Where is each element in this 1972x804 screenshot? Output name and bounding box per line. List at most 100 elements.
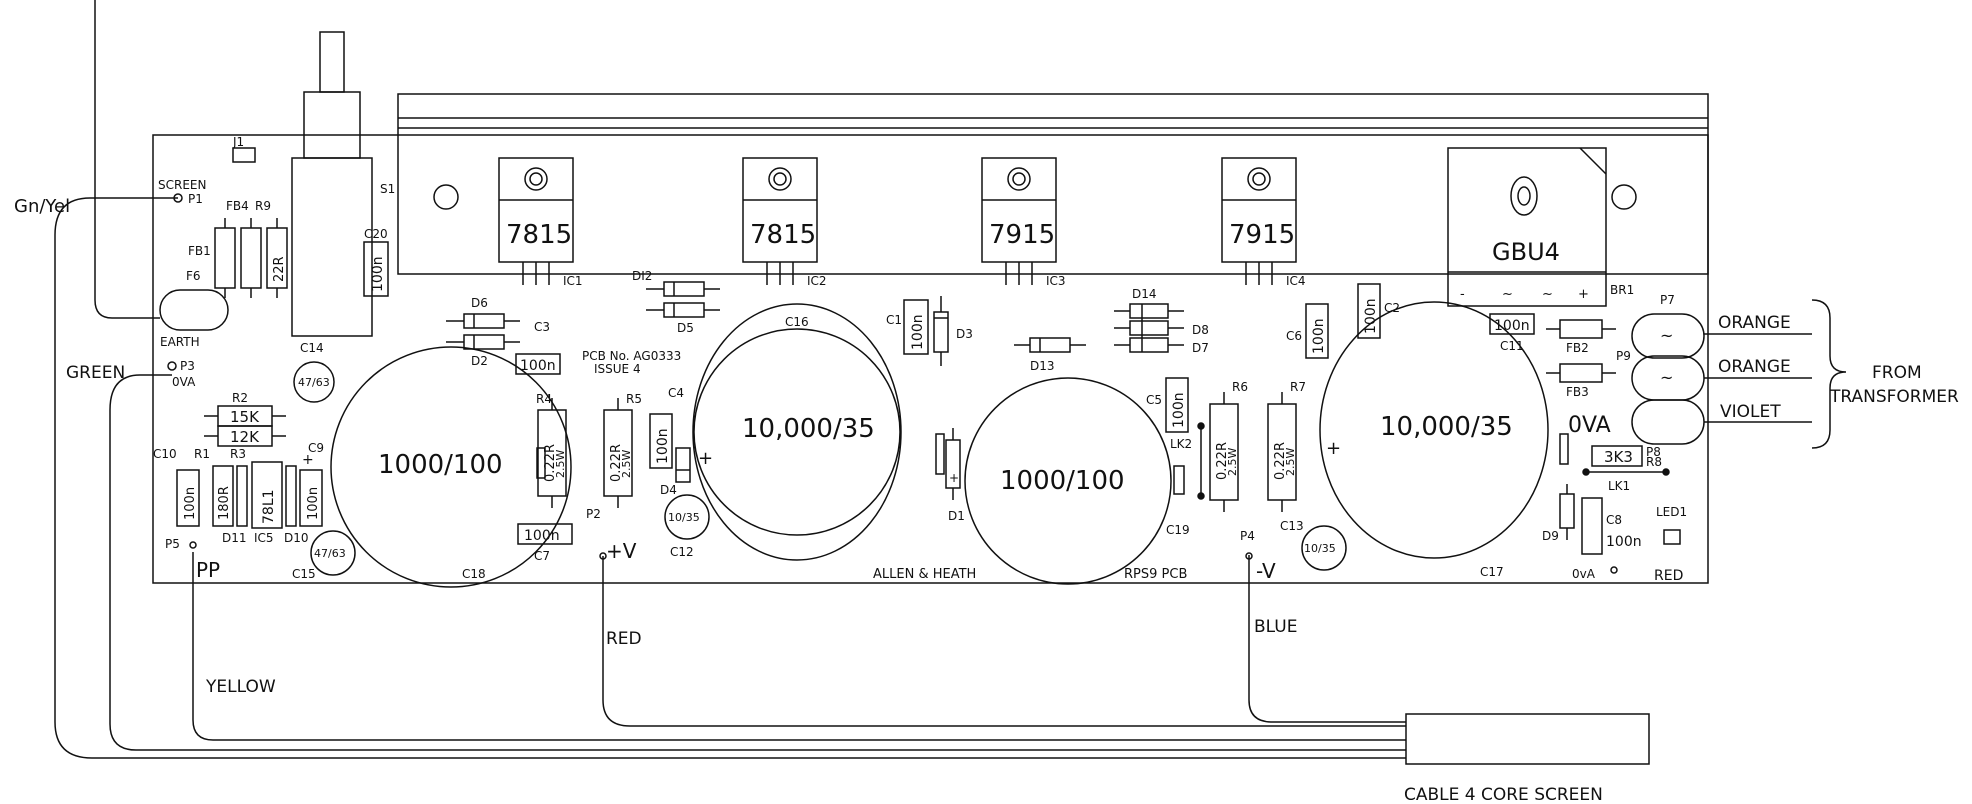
ref-p8: P8 (1646, 445, 1661, 459)
value-c9: 100n (306, 487, 321, 520)
pcb-outline (152, 134, 1709, 584)
ref-c1: C1 (886, 313, 902, 327)
value-c2: 100n (1363, 298, 1379, 334)
wire-label-blue: BLUE (1254, 617, 1297, 637)
ref-r3: R3 (230, 447, 246, 461)
ref-fb4: FB4 (226, 199, 249, 213)
ref-ic2: IC2 (807, 274, 827, 288)
ref-d1: D1 (948, 509, 965, 523)
ref-ic5: IC5 (254, 531, 274, 545)
ref-lk2: LK2 (1170, 437, 1192, 451)
diodes-di2-d5: DI2 D5 (632, 269, 720, 335)
ref-screen: SCREEN (158, 178, 206, 192)
bridge-rectifier-br1: GBU4 - ~ ~ + BR1 (1447, 147, 1634, 307)
label-plus-v: +V (606, 539, 637, 563)
ref-d8: D8 (1192, 323, 1209, 337)
ref-d13: D13 (1030, 359, 1055, 373)
part-ic1: 7815 (506, 220, 572, 250)
ref-0va-pad: 0VA (1568, 413, 1611, 438)
value-c16: 10,000/35 (742, 414, 875, 444)
pcb-issue: ISSUE 4 (594, 362, 641, 376)
ref-fb3: FB3 (1566, 385, 1589, 399)
value-c18: 1000/100 (378, 450, 503, 480)
value-c10: 100n (183, 487, 198, 520)
ref-f6: F6 (186, 269, 201, 283)
ref-r1: R1 (194, 447, 210, 461)
diodes-d14-d8-d7: D14 D8 D7 C6 100n 100n C2 (1114, 283, 1400, 359)
ref-c4: C4 (668, 386, 684, 400)
transformer-brace (1811, 299, 1847, 449)
ref-br1: BR1 (1610, 283, 1634, 297)
ref-d5: D5 (677, 321, 694, 335)
ref-0va-small: 0vA (1572, 567, 1596, 581)
label-transformer: TRANSFORMER (1829, 387, 1959, 407)
ref-c18: C18 (462, 567, 486, 581)
ref-fb2: FB2 (1566, 341, 1589, 355)
value-r8: 3K3 (1604, 448, 1633, 466)
ref-ova: 0VA (172, 375, 196, 389)
ref-ic3: IC3 (1046, 274, 1066, 288)
heatsink-mount-hole (433, 184, 459, 210)
value-c1: 100n (910, 314, 926, 350)
value-c12: 10/35 (668, 511, 700, 524)
center-components: C1 100n D3 D13 + D1 (886, 296, 1086, 523)
right-side-parts: 100n C11 FB2 FB3 0VA 3K3 R8 LK1 D9 C8 10… (1489, 313, 1687, 584)
ref-s1: S1 (380, 182, 395, 196)
ref-d4: D4 (660, 483, 677, 497)
wire-label-yellow: YELLOW (205, 677, 276, 697)
value-c3: 100n (520, 358, 556, 374)
value-c6: 100n (1311, 318, 1327, 354)
wire-label-red: RED (606, 629, 642, 649)
cable-label: CABLE 4 CORE SCREEN (1404, 785, 1603, 804)
board-maker: ALLEN & HEATH (873, 567, 976, 582)
label-minus-v: -V (1256, 559, 1276, 583)
ref-c20: C20 (364, 227, 388, 241)
ref-r4: R4 (536, 392, 552, 406)
part-br1: GBU4 (1492, 238, 1560, 266)
ref-p9: P9 (1616, 349, 1631, 363)
ref-ic1: IC1 (563, 274, 583, 288)
ref-lk1: LK1 (1608, 479, 1630, 493)
regulator-ic1: 7815 IC1 (498, 157, 583, 288)
switch-s1: S1 C20 100n (291, 31, 395, 337)
value-r7-watts: 2.5W (1284, 448, 1297, 476)
value-c15: 47/63 (314, 547, 346, 560)
ref-d9: D9 (1542, 529, 1559, 543)
ref-c3: C3 (534, 320, 550, 334)
value-c14: 47/63 (298, 376, 330, 389)
ref-pp: PP (196, 558, 220, 582)
br1-pin-minus: - (1460, 287, 1465, 302)
small-caps: 47/63 C14 47/63 C15 10/35 C12 10/35 C13 (292, 341, 1347, 581)
ref-d7: D7 (1192, 341, 1209, 355)
value-c11: 100n (1494, 318, 1530, 334)
part-ic3: 7915 (989, 220, 1055, 250)
ref-r6: R6 (1232, 380, 1248, 394)
value-r5-ohms: 0.22R (609, 444, 624, 482)
ref-c2: C2 (1384, 301, 1400, 315)
ref-c19: C19 (1166, 523, 1190, 537)
wire-gnyel-bend (94, 299, 160, 319)
ref-d10: D10 (284, 531, 309, 545)
value-c13: 10/35 (1304, 542, 1336, 555)
ref-p4: P4 (1240, 529, 1255, 543)
ref-p1: P1 (188, 192, 203, 206)
positive-rail-parts: C4 100n D4 100n C7 P2 +V (517, 386, 691, 563)
ref-c7: C7 (534, 549, 550, 563)
ref-c16: C16 (785, 315, 809, 329)
cable-4-core-screen (1405, 713, 1650, 765)
large-caps: 1000/100 C18 10,000/35 C16 1000/100 C19 … (302, 301, 1549, 588)
wire-label-green: GREEN (66, 363, 125, 383)
label-from: FROM (1872, 363, 1922, 383)
ref-d2: D2 (471, 354, 488, 368)
ref-p3: P3 (180, 359, 195, 373)
value-r5-watts: 2.5W (620, 450, 633, 478)
value-c8: 100n (1606, 534, 1642, 550)
ref-d3: D3 (956, 327, 973, 341)
ref-c5: C5 (1146, 393, 1162, 407)
ref-p2: P2 (586, 507, 601, 521)
value-r2: 15K (230, 408, 260, 426)
ref-c9: C9 (308, 441, 324, 455)
plus-mark-d1: + (949, 471, 959, 485)
transformer-wires: ORANGE ORANGE VIOLET FROM TRANSFORMER (1704, 299, 1959, 449)
